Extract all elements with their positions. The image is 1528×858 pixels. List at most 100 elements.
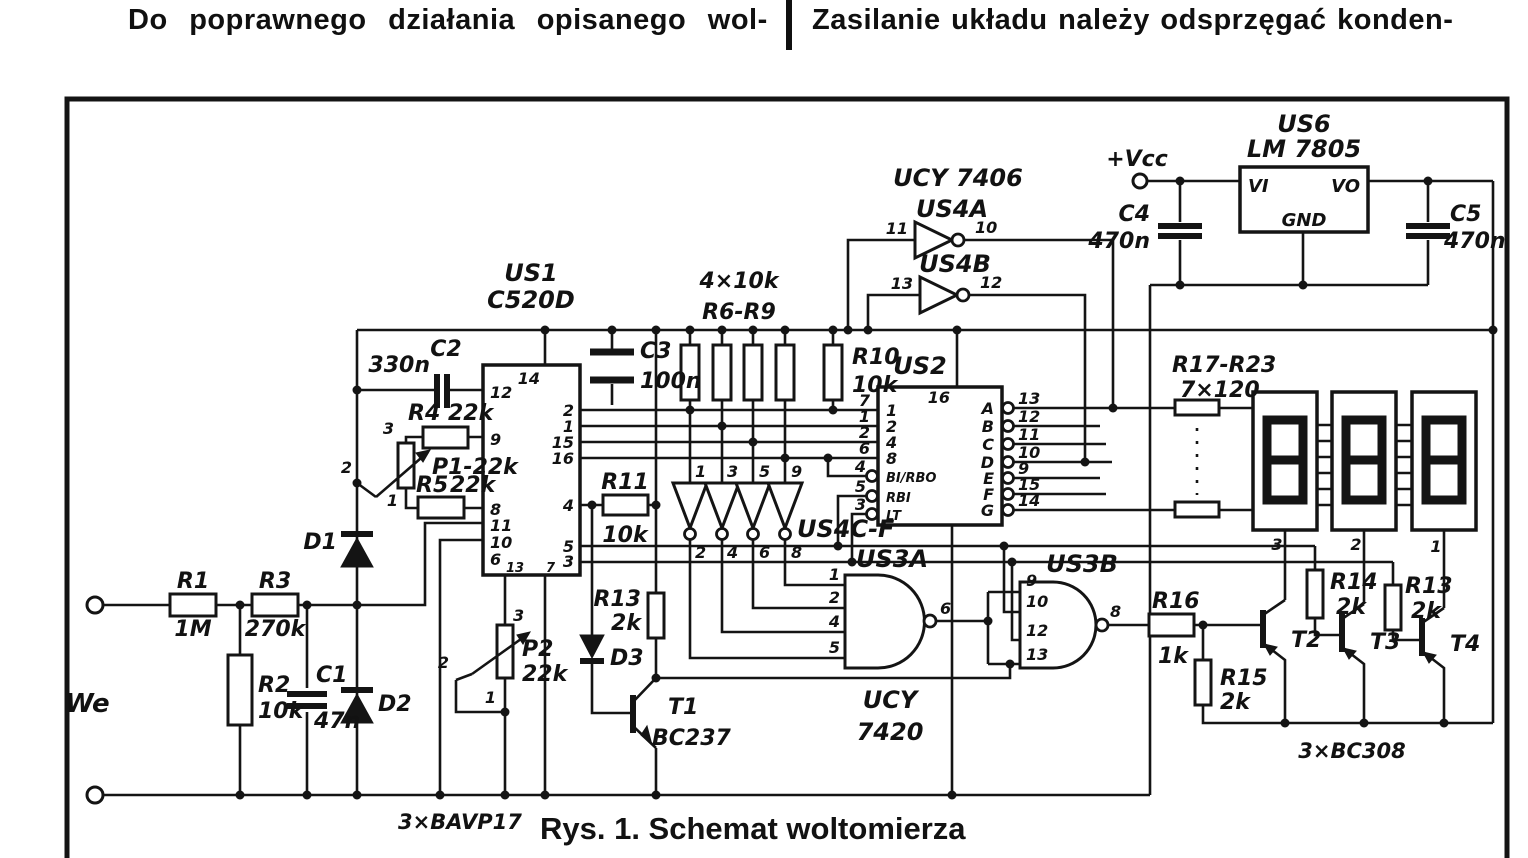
us2-ext-15: 15 [1018,475,1040,494]
ic-us2-body [876,385,1004,527]
us3a-out: 6 [940,599,951,618]
nand-gates [843,573,1110,670]
label-c1-ref: C1 [316,663,347,688]
label-r4-val: 22k [448,401,495,426]
capacitor-c3 [590,348,634,384]
us2-pin-bubbles [865,401,1015,521]
capacitor-c5 [1406,223,1450,239]
us4d-in: 3 [727,462,738,481]
us6-pin-vi: VI [1248,176,1269,197]
figure-frame [64,96,1510,858]
nand-us3a [843,573,926,670]
us4a-in: 11 [886,219,908,238]
label-us6-ref: US6 [1277,110,1330,138]
label-c2-val: 330n [368,353,430,378]
us1-pin-1: 1 [563,417,574,436]
label-r10-val: 10k [852,373,899,398]
resistor-r13a [646,591,666,640]
resistor-r15 [1193,658,1213,707]
label-p2-pin3: 3 [513,606,524,625]
junction-dots [235,176,1498,800]
inverters [670,219,971,541]
us1-pin-12: 12 [490,383,512,402]
label-r14-val: 2k [1336,595,1367,620]
us2-ext-10: 10 [1018,443,1040,462]
resistor-r3 [250,592,300,618]
header-text-left-column: Do poprawnego działania opisanego wol- [128,4,768,36]
input-label: We [65,689,110,719]
resistor-r4 [421,425,470,450]
label-us4cf: US4C-F [797,515,895,543]
label-us3a: US3A [856,545,928,573]
resistor-r9 [774,343,796,402]
us1-pin-9: 9 [490,430,501,449]
diodes [340,531,605,724]
label-r14-ref: R14 [1330,570,1378,595]
us1-pin-16: 16 [552,449,574,468]
us2-ext-2: 2 [859,423,870,442]
resistor-r5 [416,495,466,520]
label-r10-ref: R10 [852,345,900,370]
us2-ext-13: 13 [1018,389,1040,408]
note-bc308: 3×BC308 [1298,739,1405,763]
label-us3-part1: UCY [863,686,920,714]
transistor-t1 [630,695,653,747]
ic-us6-body [1238,165,1370,234]
figure-caption: Rys. 1. Schemat woltomierza [540,811,966,846]
us1-pin-10: 10 [490,533,512,552]
us2-ext-6: 6 [859,439,870,458]
label-d1: D1 [303,530,337,555]
us2-pin-16: 16 [928,388,950,407]
us3b-in10: 10 [1026,592,1048,611]
us2-int-rbi: RBI [886,491,911,506]
transistor-t4 [1419,618,1437,664]
resistor-r17 [1173,398,1221,417]
label-r5-ref: R5 [416,473,448,498]
resistor-bodies [168,343,1403,727]
diode-d2 [340,687,374,724]
label-r13a-val: 2k [611,611,642,636]
us3b-in12: 12 [1026,621,1048,640]
us2-ext-12: 12 [1018,407,1040,426]
us2-int-g: G [981,501,994,520]
us1-pin-6: 6 [490,550,501,569]
capacitor-plates [287,223,1450,709]
us1-pin-13: 13 [506,561,524,576]
label-r15-ref: R15 [1220,666,1268,691]
label-r1-val: 1M [174,617,211,642]
label-p1-pin1: 1 [387,491,398,510]
us4b-out: 12 [980,273,1002,292]
column-divider [786,0,792,50]
label-p1: P1-22k [432,455,519,480]
capacitor-c4 [1158,223,1202,239]
resistor-r8 [742,343,764,402]
ic-us1-body [481,363,582,577]
inverter-us4f [765,481,805,533]
resistor-r16 [1147,612,1196,638]
us3a-in5: 5 [829,638,840,657]
us2-int-b: B [982,417,994,436]
label-us6-part: LM 7805 [1247,135,1361,163]
label-c4-ref: C4 [1119,202,1150,227]
input-terminal-top [85,595,105,615]
us4c-out: 2 [695,543,706,562]
label-c2-ref: C2 [430,337,461,362]
label-r13a-ref: R13 [593,587,641,612]
label-us4a: US4A [916,195,988,223]
label-r6r9-val: 4×10k [699,269,780,294]
label-r5-val: 22k [450,473,497,498]
input-terminal-bottom [85,785,105,805]
label-us1-ref: US1 [504,259,557,287]
resistor-r23 [1173,500,1221,519]
us2-ext-7: 7 [859,391,871,410]
label-r16-ref: R16 [1152,589,1200,614]
label-us4-part: UCY 7406 [893,164,1023,192]
display-pin-2: 2 [1350,535,1361,554]
nand-us3b [1018,580,1098,670]
us2-int-f: F [983,485,994,504]
capacitor-c2 [434,374,450,408]
us4f-in: 9 [791,462,802,481]
us2-int-birbo: BI/RBO [886,471,936,486]
transistors [630,610,1437,747]
inverter-us4b [918,274,961,316]
